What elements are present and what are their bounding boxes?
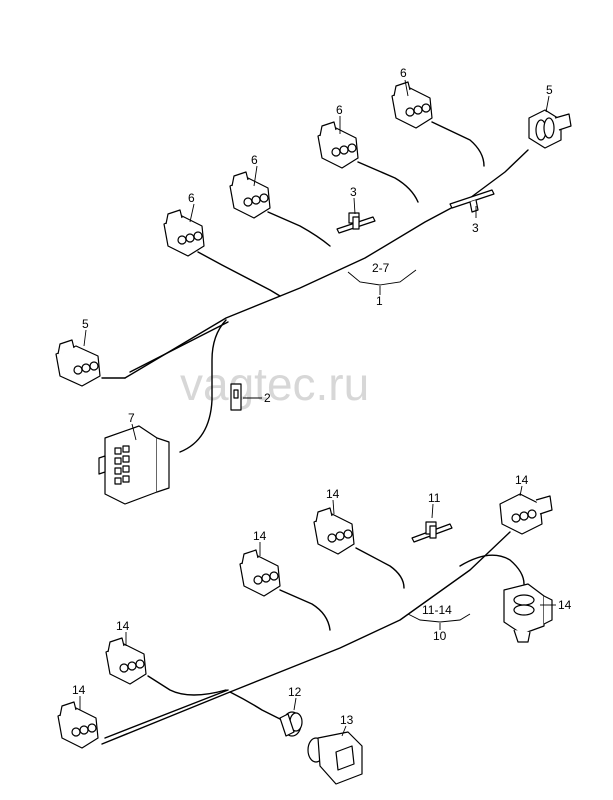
lower-branch-14-right	[459, 554, 525, 585]
watermark-text: vagtec.ru	[180, 358, 369, 410]
callout-2-7: 2-7	[372, 261, 390, 275]
callout-14-d: 14	[72, 683, 86, 697]
lower-branch-14-b	[279, 589, 331, 631]
connector-14-d	[57, 701, 99, 749]
lower-harness	[101, 531, 525, 745]
connector-14-e	[499, 493, 553, 535]
connector-5-left	[55, 339, 101, 387]
callout-6-d: 6	[400, 66, 407, 80]
lower-branch-12	[229, 691, 283, 721]
callout-10: 10	[433, 629, 447, 643]
callout-11: 11	[428, 491, 441, 505]
upper-main-wire	[124, 149, 529, 379]
callout-14-f: 14	[558, 598, 572, 612]
callout-5-right: 5	[546, 83, 553, 97]
callout-13: 13	[340, 713, 354, 727]
upper-main-wire-2	[129, 321, 229, 373]
clip-11	[411, 521, 453, 543]
connector-6-a	[163, 209, 205, 257]
branch-wire-7	[179, 319, 227, 453]
callout-6-c: 6	[336, 103, 343, 117]
callout-7: 7	[128, 411, 135, 425]
connector-6-b	[229, 171, 271, 219]
connector-6-d	[391, 81, 433, 129]
callout-5-left: 5	[82, 317, 89, 331]
lower-leaders	[79, 485, 556, 737]
connector-6-c	[317, 121, 359, 169]
callout-14-b: 14	[253, 529, 267, 543]
connector-14-f	[503, 583, 553, 643]
connector-14-b	[239, 549, 281, 597]
lower-branch-14-left	[147, 675, 227, 696]
clip-3-right	[449, 189, 495, 213]
callout-14-c: 14	[116, 619, 130, 633]
connector-13	[307, 731, 363, 785]
branch-wire-6c	[357, 161, 419, 203]
callout-12: 12	[288, 685, 302, 699]
lower-main-wire	[101, 531, 511, 745]
connector-7	[98, 425, 170, 505]
lower-branch-14-c	[355, 547, 405, 589]
branch-wire-6d	[431, 121, 485, 167]
branch-wire-6a	[197, 251, 281, 297]
callout-3-right: 3	[472, 221, 479, 235]
callout-3-middle: 3	[350, 185, 357, 199]
callout-6-a: 6	[188, 191, 195, 205]
clip-2	[230, 383, 242, 411]
grommet-12	[279, 711, 303, 737]
callout-1: 1	[376, 294, 383, 308]
callout-14-a: 14	[326, 487, 340, 501]
clip-3-middle	[336, 212, 376, 234]
connector-14-a	[313, 507, 355, 555]
connector-14-c	[105, 637, 147, 685]
callout-11-14: 11-14	[422, 603, 452, 617]
branch-wire-6b	[267, 211, 331, 247]
connector-5-right	[528, 109, 572, 149]
lower-main-wire-2	[104, 689, 229, 739]
upper-leaders	[83, 79, 550, 441]
callout-14-e: 14	[515, 473, 529, 487]
callout-2: 2	[264, 391, 271, 405]
upper-harness	[101, 121, 529, 453]
callout-6-b: 6	[251, 153, 258, 167]
